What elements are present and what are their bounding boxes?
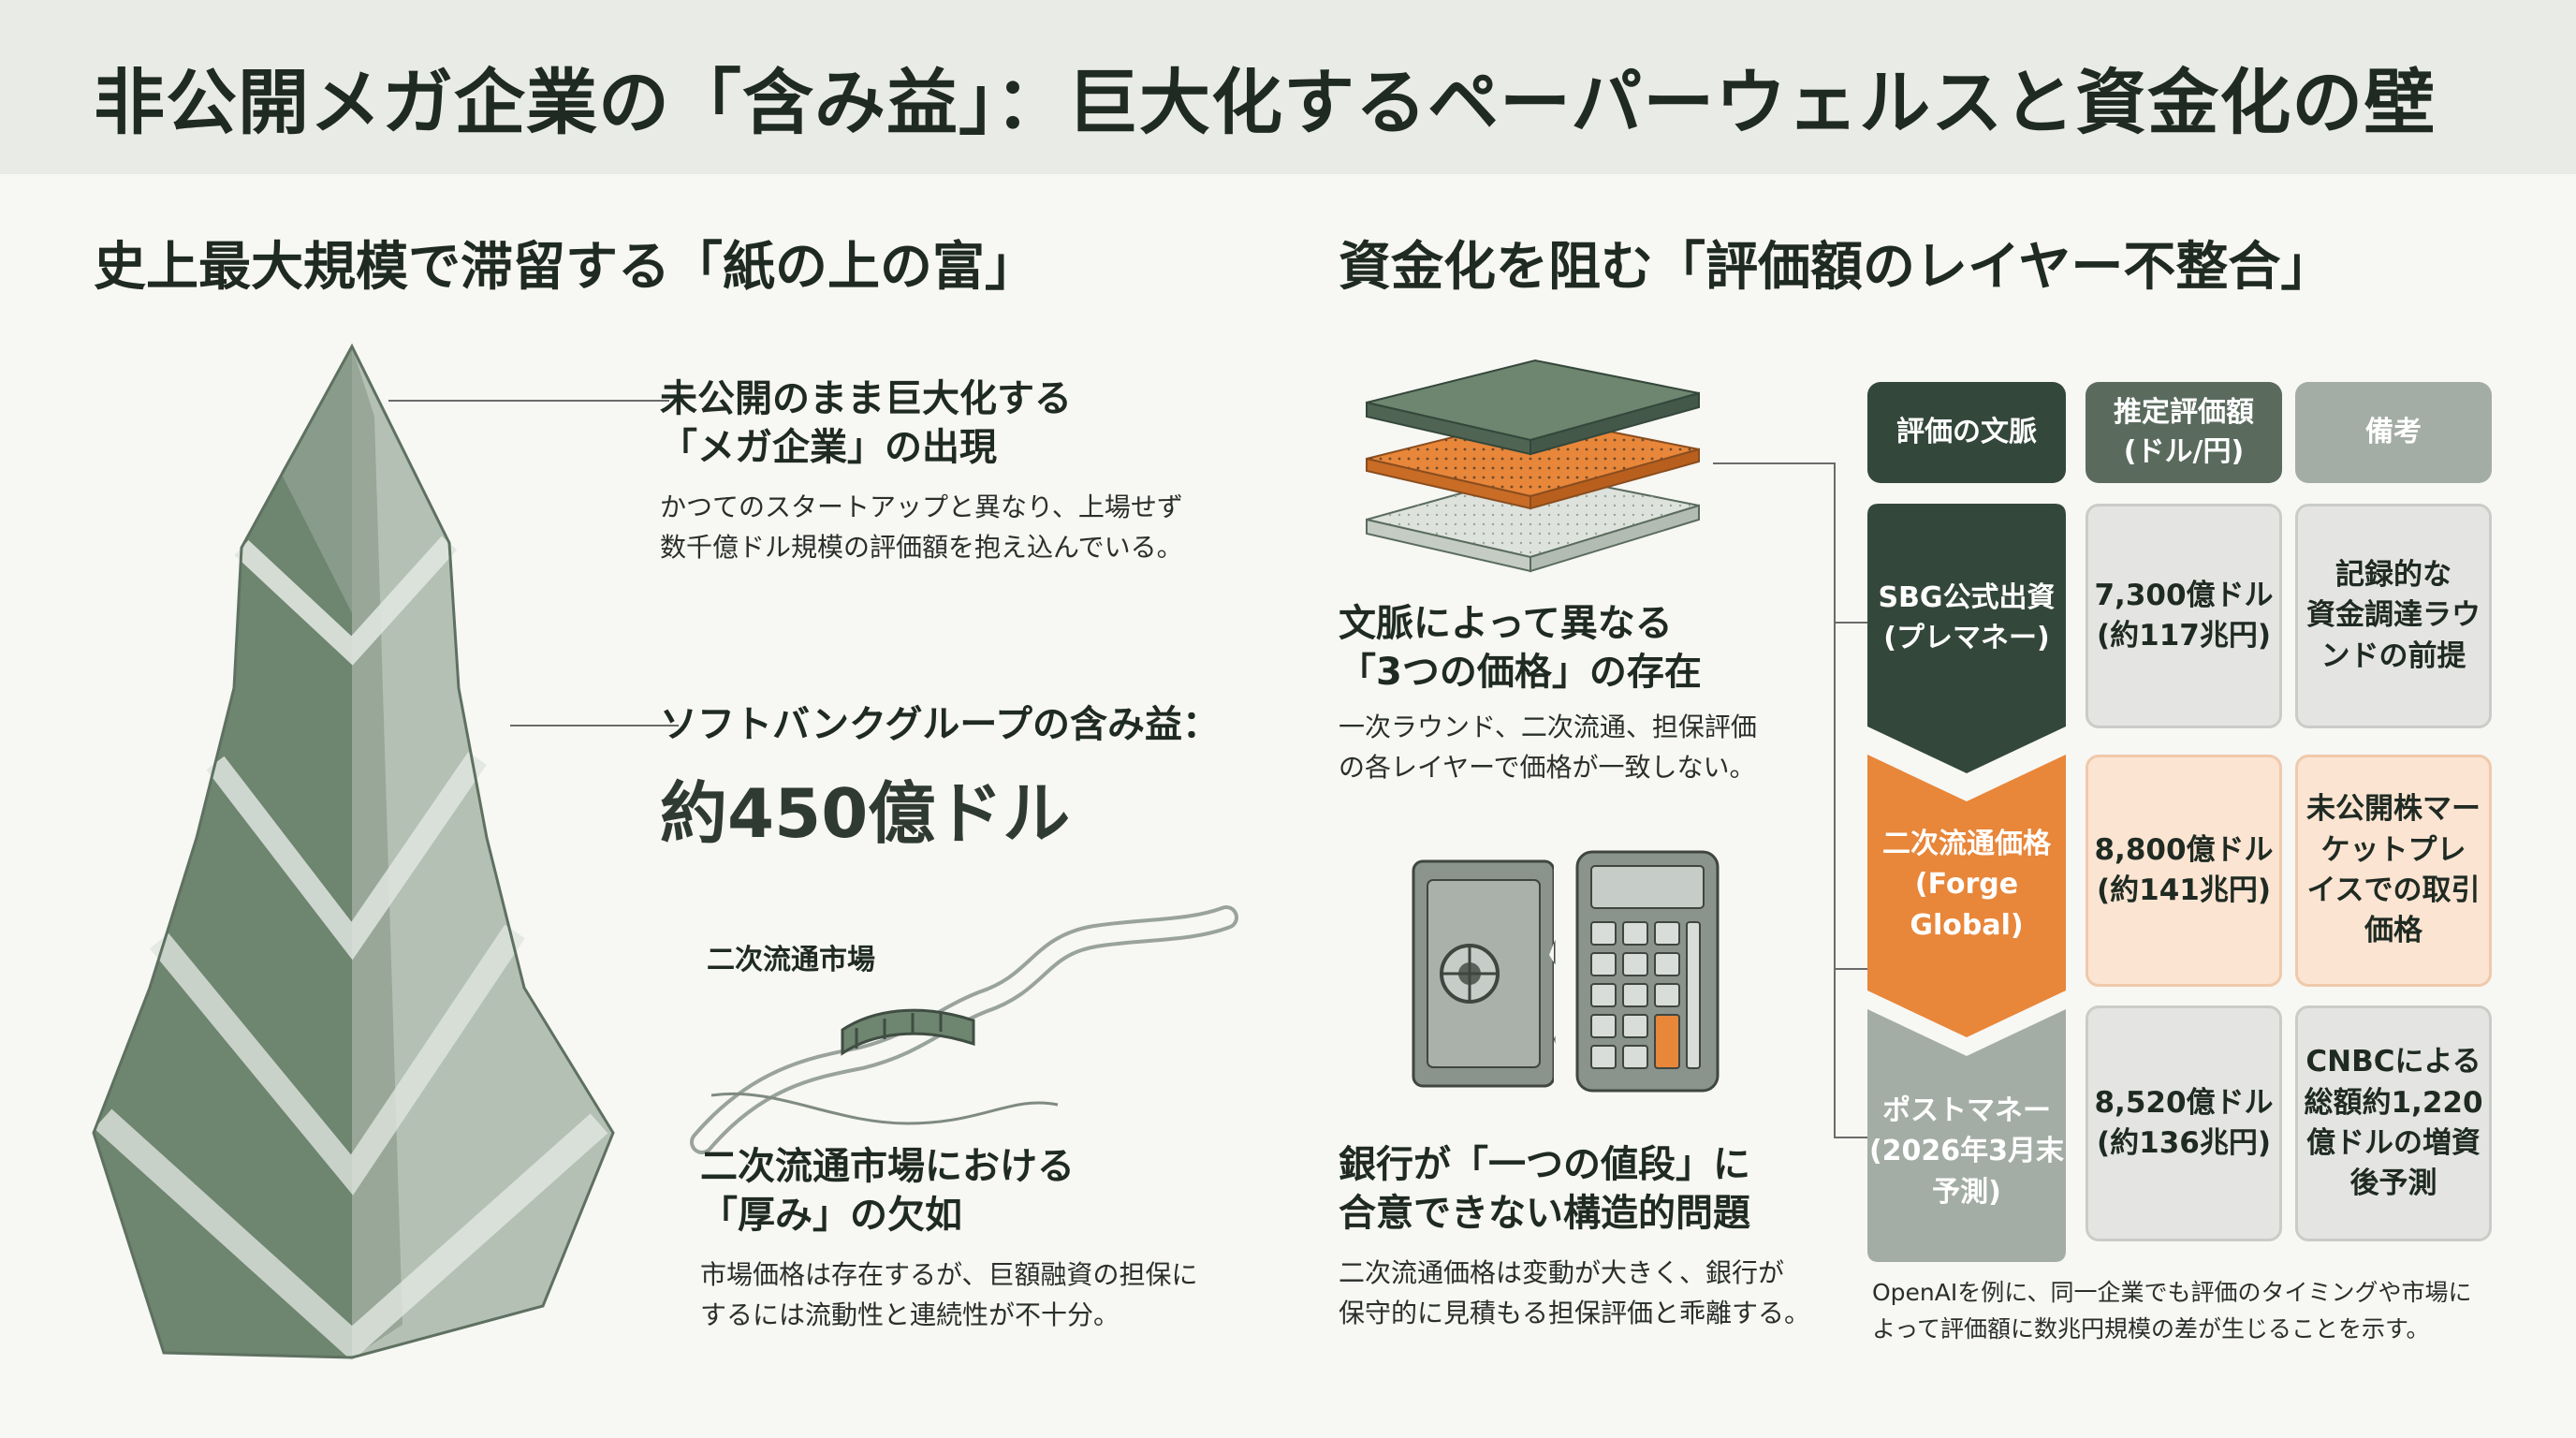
- context-chevrons: [1867, 504, 2066, 1262]
- note-primary: 記録的な 資金調達ラウ ンドの前提: [2295, 504, 2492, 728]
- value-secondary: 8,800億ドル (約141兆円): [2086, 755, 2282, 987]
- mega-company-body: かつてのスタートアップと異なり、上場せず 数千億ドル規模の評価額を抱え込んでいる…: [660, 492, 1183, 564]
- tower-band-2: [206, 752, 487, 961]
- leader-line-1: [388, 400, 669, 402]
- tower-right-face: [352, 346, 613, 1357]
- tower-band-3: [149, 924, 525, 1196]
- chevron-postmoney: [1867, 1009, 2066, 1262]
- market-depth-body: 市場価格は存在するが、巨額融資の担保に するには流動性と連続性が不十分。: [700, 1259, 1198, 1331]
- context-primary: SBG公式出資 (プレマネー): [1878, 580, 2056, 655]
- right-section-title: 資金化を阻む「評価額のレイヤー不整合」: [1339, 237, 2334, 298]
- context-secondary: 二次流通価格 (Forge Global): [1882, 827, 2051, 942]
- mega-company-heading: 未公開のまま巨大化する 「メガ企業」の出現: [660, 377, 1072, 469]
- tower-band-1: [234, 536, 458, 666]
- price-layers-illustration: [1366, 359, 1700, 573]
- sbg-gain-heading: ソフトバンクグループの含み益：: [660, 703, 1220, 746]
- note-secondary: 未公開株マー ケットプレ イスでの取引 価格: [2295, 755, 2492, 987]
- chevron-secondary: [1867, 755, 2066, 1037]
- note-postmoney: CNBCによる 総額約1,220 億ドルの増資 後予測: [2295, 1005, 2492, 1241]
- context-postmoney: ポストマネー (2026年3月末 予測): [1868, 1093, 2065, 1209]
- secondary-market-label: 二次流通市場: [707, 944, 875, 976]
- title-bar: [0, 0, 2576, 174]
- tower-outline: [92, 343, 615, 1359]
- header-note: 備考: [2295, 382, 2492, 483]
- market-depth-heading: 二次流通市場における 「厚み」の欠如: [700, 1145, 1075, 1237]
- bank-price-body: 二次流通価格は変動が大きく、銀行が 保守的に見積もる担保評価と乖離する。: [1339, 1257, 1811, 1329]
- leader-line-2: [510, 725, 679, 726]
- chevron-primary: [1867, 504, 2066, 773]
- page-title: 非公開メガ企業の「含み益」：巨大化するペーパーウェルスと資金化の壁: [94, 61, 2437, 144]
- header-valuation: 推定評価額 (ドル/円): [2086, 382, 2282, 483]
- crystal-tower-illustration: [92, 343, 615, 1361]
- left-section-title: 史上最大規模で滞留する「紙の上の富」: [94, 237, 1037, 298]
- three-prices-body: 一次ラウンド、二次流通、担保評価 の各レイヤーで価格が一致しない。: [1339, 712, 1757, 784]
- value-primary: 7,300億ドル (約117兆円): [2086, 504, 2282, 728]
- layer-connector: [1713, 462, 1870, 1138]
- safe-calculator-illustration: [1412, 850, 1720, 1093]
- bank-price-heading: 銀行が「一つの値段」に 合意できない構造的問題: [1339, 1143, 1750, 1235]
- table-footnote: OpenAIを例に、同一企業でも評価のタイミングや市場に よって評価額に数兆円規…: [1872, 1279, 2472, 1343]
- bridge-road-illustration: [690, 905, 1238, 1154]
- tower-tip: [281, 346, 352, 613]
- header-context: 評価の文脈: [1867, 382, 2066, 483]
- three-prices-heading: 文脈によって異なる 「3つの価格」の存在: [1339, 602, 1702, 694]
- tower-band-4: [94, 1108, 608, 1361]
- sbg-gain-value: 約450億ドル: [660, 774, 1071, 853]
- value-postmoney: 8,520億ドル (約136兆円): [2086, 1005, 2282, 1241]
